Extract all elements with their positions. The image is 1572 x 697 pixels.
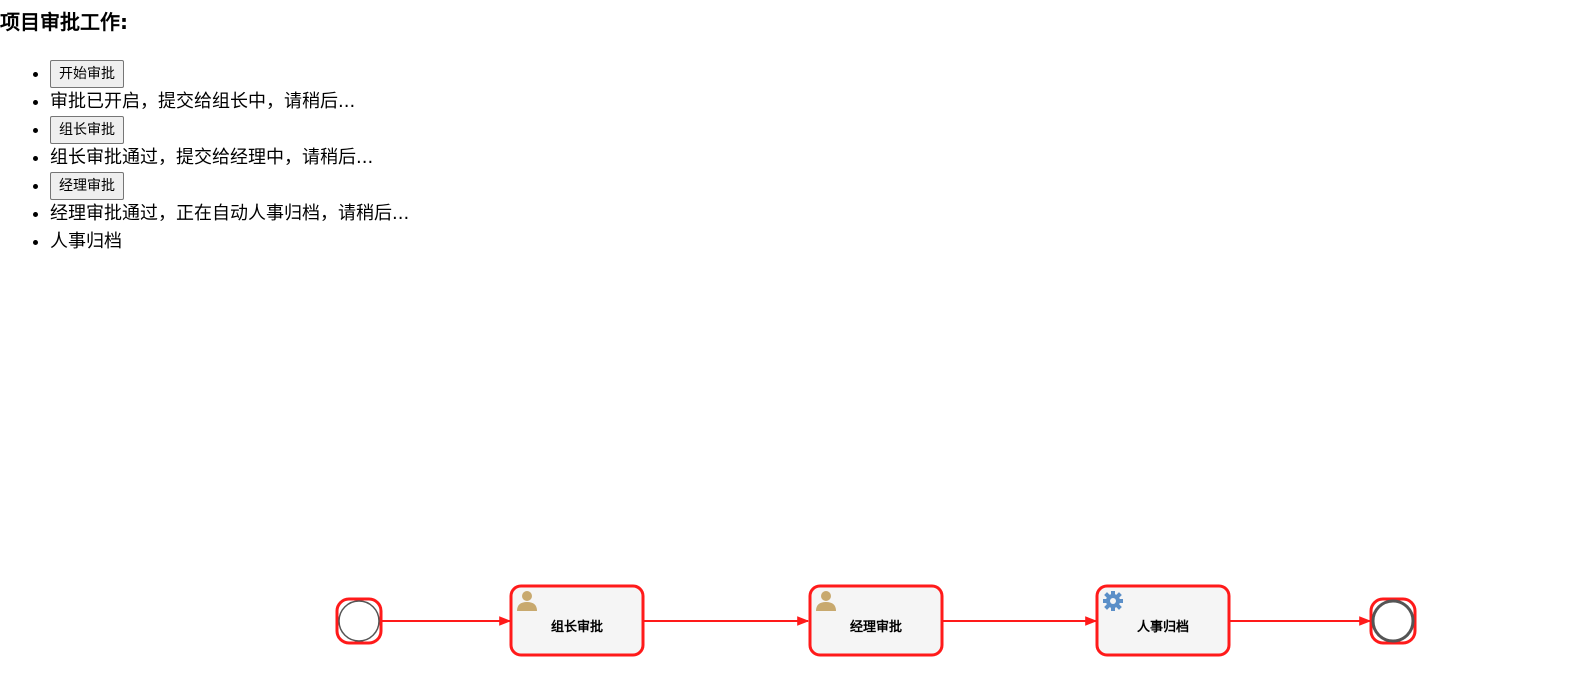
user-icon bbox=[517, 591, 537, 611]
approval-steps-list: 开始审批 审批已开启，提交给组长中，请稍后... 组长审批 组长审批通过，提交给… bbox=[0, 60, 409, 256]
list-item: 经理审批 bbox=[50, 172, 409, 200]
list-item: 组长审批 bbox=[50, 116, 409, 144]
task-label: 组长审批 bbox=[551, 619, 603, 635]
status-message-hr-archive: 人事归档 bbox=[50, 228, 409, 256]
user-icon bbox=[816, 591, 836, 611]
leader-approval-button[interactable]: 组长审批 bbox=[50, 116, 124, 144]
start-approval-button[interactable]: 开始审批 bbox=[50, 60, 124, 88]
page-title: 项目审批工作: bbox=[0, 10, 128, 34]
gear-icon bbox=[1103, 591, 1123, 611]
task-label: 经理审批 bbox=[850, 619, 902, 635]
status-message-manager: 经理审批通过，正在自动人事归档，请稍后... bbox=[50, 200, 409, 228]
status-message-started: 审批已开启，提交给组长中，请稍后... bbox=[50, 88, 409, 116]
list-item: 开始审批 bbox=[50, 60, 409, 88]
manager-approval-button[interactable]: 经理审批 bbox=[50, 172, 124, 200]
status-message-leader: 组长审批通过，提交给经理中，请稍后... bbox=[50, 144, 409, 172]
task-label: 人事归档 bbox=[1137, 619, 1189, 635]
task-hr-archive[interactable]: 人事归档 bbox=[1095, 584, 1231, 657]
workflow-diagram: 组长审批 经理审批 bbox=[335, 584, 1417, 657]
start-event[interactable] bbox=[335, 597, 383, 645]
task-manager-approval[interactable]: 经理审批 bbox=[808, 584, 944, 657]
end-event[interactable] bbox=[1369, 597, 1417, 645]
task-leader-approval[interactable]: 组长审批 bbox=[509, 584, 645, 657]
